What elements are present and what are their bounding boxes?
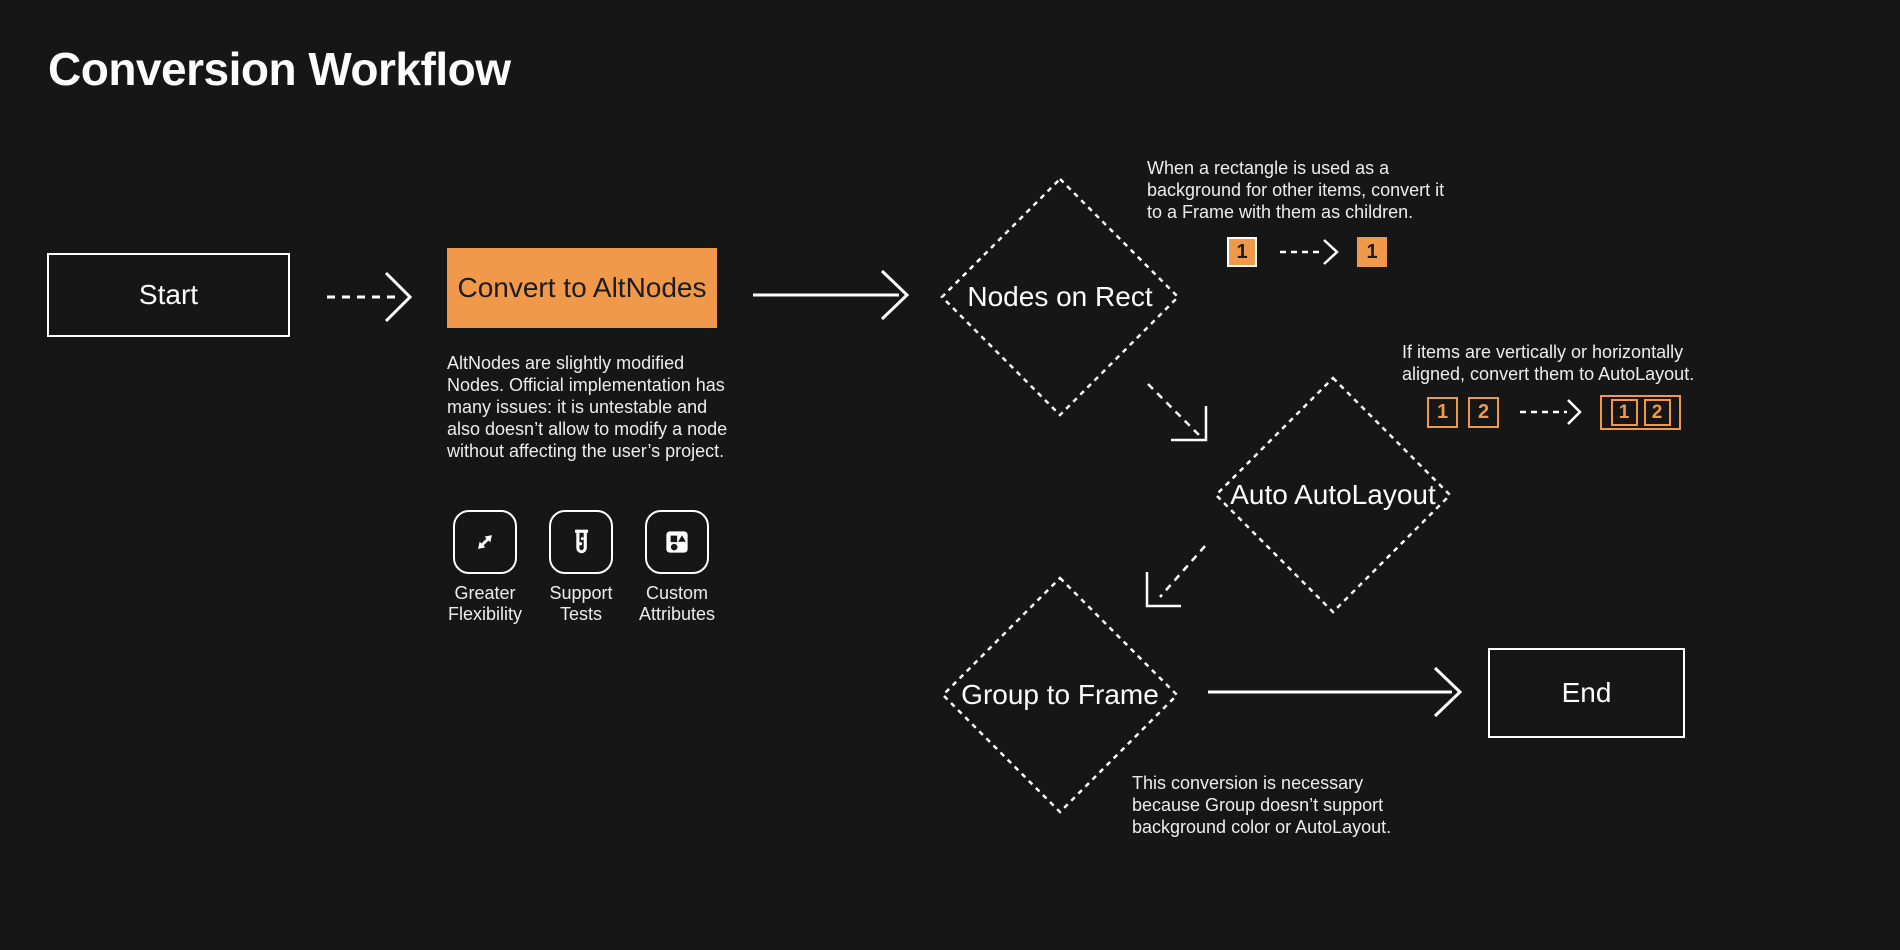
node-end-label: End (1561, 677, 1612, 708)
feature-label: Greater Flexibility (447, 583, 522, 624)
page-title: Conversion Workflow (48, 43, 511, 95)
node-end[interactable]: End (1488, 648, 1685, 738)
hint-rect-arrow (1280, 239, 1339, 265)
feature-label: Custom Attributes (638, 583, 716, 624)
node-start[interactable]: Start (47, 253, 290, 337)
arrow-group-to-frame-to-end (1208, 666, 1463, 718)
auto-autolayout-note: If items are vertically or horizontally … (1402, 342, 1695, 384)
autolayout-before-item-1: 1 (1427, 397, 1458, 428)
node-nodes-on-rect-shape[interactable] (940, 177, 1180, 417)
node-group-to-frame-label: Group to Frame (961, 679, 1159, 710)
feature-label: Support Tests (549, 583, 613, 624)
arrow-start-to-convert (327, 271, 413, 323)
node-nodes-on-rect-label: Nodes on Rect (967, 281, 1153, 312)
node-auto-autolayout-label: Auto AutoLayout (1230, 479, 1436, 510)
autolayout-after-item-2: 2 (1643, 399, 1671, 426)
node-convert-to-altnodes[interactable]: Convert to AltNodes (447, 248, 717, 328)
autolayout-frame-group: 1 2 (1600, 395, 1681, 430)
node-group-to-frame-shape[interactable] (941, 576, 1179, 814)
node-start-label: Start (138, 279, 199, 310)
arrow-convert-to-nodes-on-rect (753, 269, 910, 321)
group-to-frame-note: This conversion is necessary because Gro… (1132, 773, 1392, 837)
feature-custom-attributes: Custom Attributes (629, 510, 725, 625)
autolayout-after-item-1: 1 (1610, 399, 1638, 426)
shapes-icon (645, 510, 709, 574)
node-auto-autolayout-shape[interactable] (1214, 376, 1452, 614)
altnodes-features: Greater Flexibility Support Tests (437, 510, 725, 625)
arrow-autolayout-to-group-to-frame (1145, 545, 1206, 608)
resize-arrows-icon (453, 510, 517, 574)
test-tube-icon (549, 510, 613, 574)
node-convert-to-altnodes-label: Convert to AltNodes (457, 272, 707, 303)
autolayout-before-item-2: 2 (1468, 397, 1499, 428)
nodes-on-rect-note: When a rectangle is used as a background… (1147, 158, 1445, 222)
rect-after-item-1: 1 (1357, 237, 1387, 267)
feature-support-tests: Support Tests (533, 510, 629, 625)
hint-autolayout-arrow (1520, 399, 1582, 425)
feature-greater-flexibility: Greater Flexibility (437, 510, 533, 625)
rect-before-item-1: 1 (1227, 237, 1257, 267)
altnodes-description: AltNodes are slightly modified Nodes. Of… (447, 353, 728, 461)
arrow-nodes-on-rect-to-autolayout (1147, 383, 1208, 442)
